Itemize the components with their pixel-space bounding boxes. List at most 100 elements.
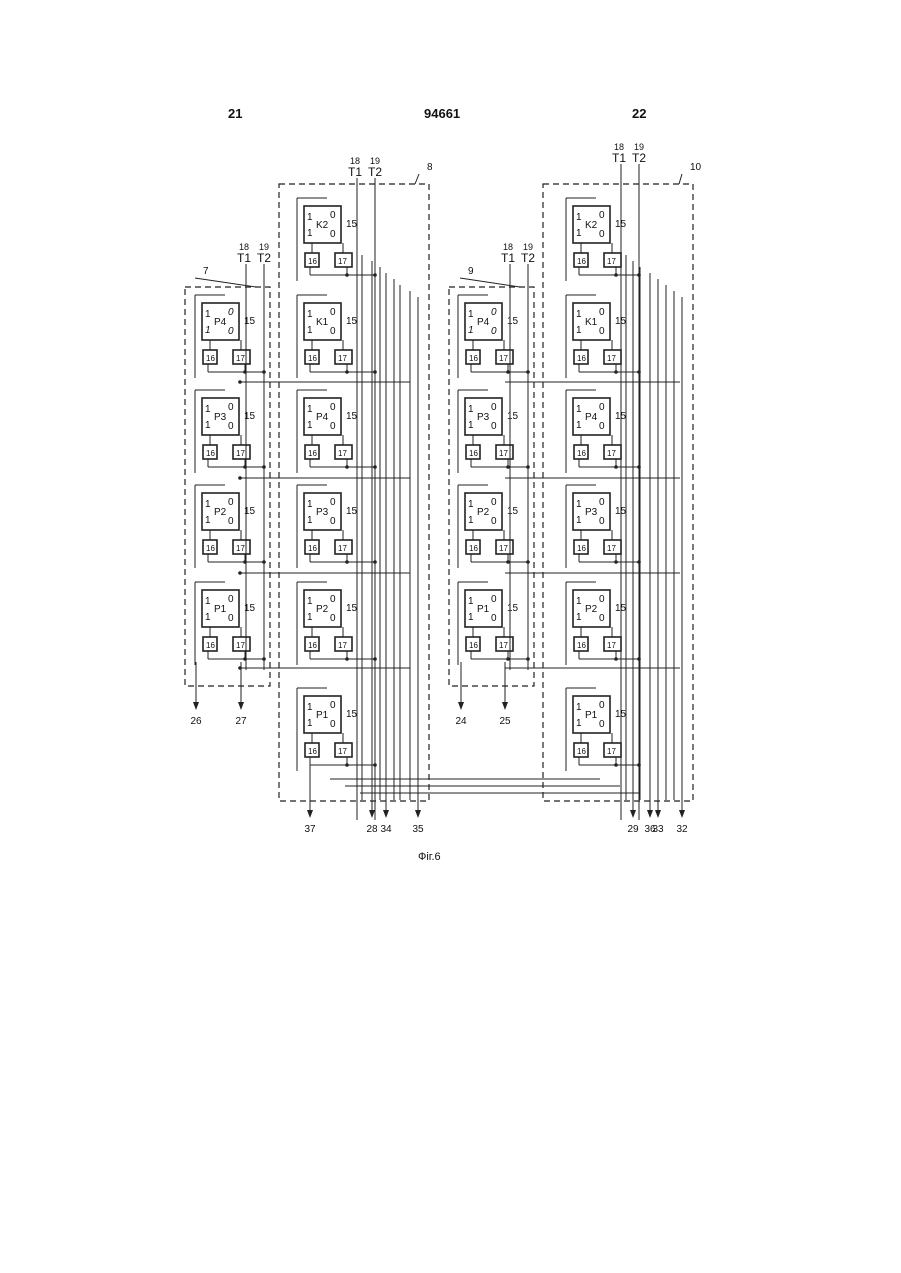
input-digit: 1 bbox=[576, 309, 582, 320]
arrow-head-icon bbox=[647, 810, 653, 818]
cell-ref-label: 15 bbox=[507, 603, 519, 614]
junction-dot bbox=[373, 273, 377, 277]
cell-name: P2 bbox=[316, 604, 329, 615]
junction-dot bbox=[345, 560, 349, 564]
element-16-label: 16 bbox=[206, 641, 215, 650]
input-digit: 1 bbox=[576, 499, 582, 510]
cell-name: P3 bbox=[316, 507, 329, 518]
cell-ref-label: 15 bbox=[244, 316, 256, 327]
junction-dot bbox=[243, 560, 247, 564]
cell-ref-label: 15 bbox=[507, 411, 519, 422]
leader-line bbox=[460, 278, 520, 287]
output-digit: 0 bbox=[330, 210, 336, 221]
arrow-head-icon bbox=[415, 810, 421, 818]
cell-ref-label: 15 bbox=[244, 603, 256, 614]
input-digit: 1 bbox=[205, 499, 211, 510]
cell-name: P1 bbox=[316, 710, 329, 721]
input-digit: 1 bbox=[307, 420, 313, 431]
input-digit: 1 bbox=[576, 420, 582, 431]
input-digit: 1 bbox=[576, 228, 582, 239]
element-17-label: 17 bbox=[338, 354, 347, 363]
junction-dot bbox=[373, 370, 377, 374]
junction-dot bbox=[614, 273, 618, 277]
output-digit: 0 bbox=[330, 700, 336, 711]
element-16-label: 16 bbox=[469, 641, 478, 650]
cell-ref-label: 15 bbox=[507, 316, 519, 327]
input-digit: 1 bbox=[576, 325, 582, 336]
input-digit: 1 bbox=[468, 596, 474, 607]
cell-ref-label: 15 bbox=[615, 411, 627, 422]
leader-line bbox=[415, 174, 419, 184]
cell-name: K1 bbox=[316, 317, 329, 328]
element-17-label: 17 bbox=[236, 544, 245, 553]
output-number: 26 bbox=[190, 716, 202, 727]
element-17-label: 17 bbox=[607, 449, 616, 458]
input-digit: 1 bbox=[307, 212, 313, 223]
cell-ref-label: 15 bbox=[346, 411, 358, 422]
output-number: 33 bbox=[652, 824, 664, 835]
arrow-head-icon bbox=[238, 702, 244, 710]
output-digit: 0 bbox=[599, 497, 605, 508]
cell-ref-label: 15 bbox=[244, 506, 256, 517]
output-digit: 0 bbox=[330, 229, 336, 240]
output-digit: 0 bbox=[599, 326, 605, 337]
junction-dot bbox=[345, 657, 349, 661]
output-digit: 0 bbox=[228, 402, 234, 413]
element-17-label: 17 bbox=[499, 544, 508, 553]
cell-ref-label: 15 bbox=[615, 603, 627, 614]
element-16-label: 16 bbox=[577, 449, 586, 458]
element-17-label: 17 bbox=[236, 354, 245, 363]
output-digit: 0 bbox=[330, 516, 336, 527]
junction-dot bbox=[506, 370, 510, 374]
arrow-head-icon bbox=[193, 702, 199, 710]
signal-t2-label: T2 bbox=[632, 151, 646, 165]
input-digit: 1 bbox=[576, 212, 582, 223]
output-number: 35 bbox=[412, 824, 424, 835]
input-digit: 1 bbox=[205, 404, 211, 415]
input-digit: 1 bbox=[205, 596, 211, 607]
input-digit: 1 bbox=[307, 309, 313, 320]
junction-dot bbox=[614, 763, 618, 767]
junction-dot bbox=[345, 763, 349, 767]
output-digit: 0 bbox=[491, 326, 497, 337]
arrow-head-icon bbox=[655, 810, 661, 818]
element-17-label: 17 bbox=[338, 641, 347, 650]
block-id-label: 10 bbox=[690, 162, 702, 173]
output-digit: 0 bbox=[491, 516, 497, 527]
input-digit: 1 bbox=[307, 596, 313, 607]
output-number: 24 bbox=[455, 716, 467, 727]
input-digit: 1 bbox=[307, 228, 313, 239]
block-id-label: 9 bbox=[468, 266, 474, 277]
output-number: 32 bbox=[676, 824, 688, 835]
output-digit: 0 bbox=[228, 307, 234, 318]
arrow-head-icon bbox=[369, 810, 375, 818]
output-number: 29 bbox=[627, 824, 639, 835]
junction-dot bbox=[614, 560, 618, 564]
signal-t2-label: T2 bbox=[257, 251, 271, 265]
element-16-label: 16 bbox=[577, 257, 586, 266]
junction-dot bbox=[238, 666, 242, 670]
junction-dot bbox=[243, 370, 247, 374]
element-16-label: 16 bbox=[577, 544, 586, 553]
arrow-head-icon bbox=[307, 810, 313, 818]
output-digit: 0 bbox=[599, 719, 605, 730]
signal-t2-label: T2 bbox=[521, 251, 535, 265]
signal-t1-label: T1 bbox=[348, 165, 362, 179]
output-digit: 0 bbox=[599, 421, 605, 432]
cell-ref-label: 15 bbox=[615, 316, 627, 327]
cell-name: P3 bbox=[585, 507, 598, 518]
element-16-label: 16 bbox=[308, 641, 317, 650]
junction-dot bbox=[373, 763, 377, 767]
output-digit: 0 bbox=[330, 613, 336, 624]
input-digit: 1 bbox=[468, 309, 474, 320]
output-digit: 0 bbox=[491, 497, 497, 508]
arrow-head-icon bbox=[679, 810, 685, 818]
junction-dot bbox=[345, 370, 349, 374]
cell-ref-label: 15 bbox=[346, 603, 358, 614]
junction-dot bbox=[262, 657, 266, 661]
cell-name: P2 bbox=[214, 507, 227, 518]
cell-name: P4 bbox=[214, 317, 227, 328]
cell-name: P4 bbox=[477, 317, 490, 328]
input-digit: 1 bbox=[576, 596, 582, 607]
output-digit: 0 bbox=[599, 210, 605, 221]
